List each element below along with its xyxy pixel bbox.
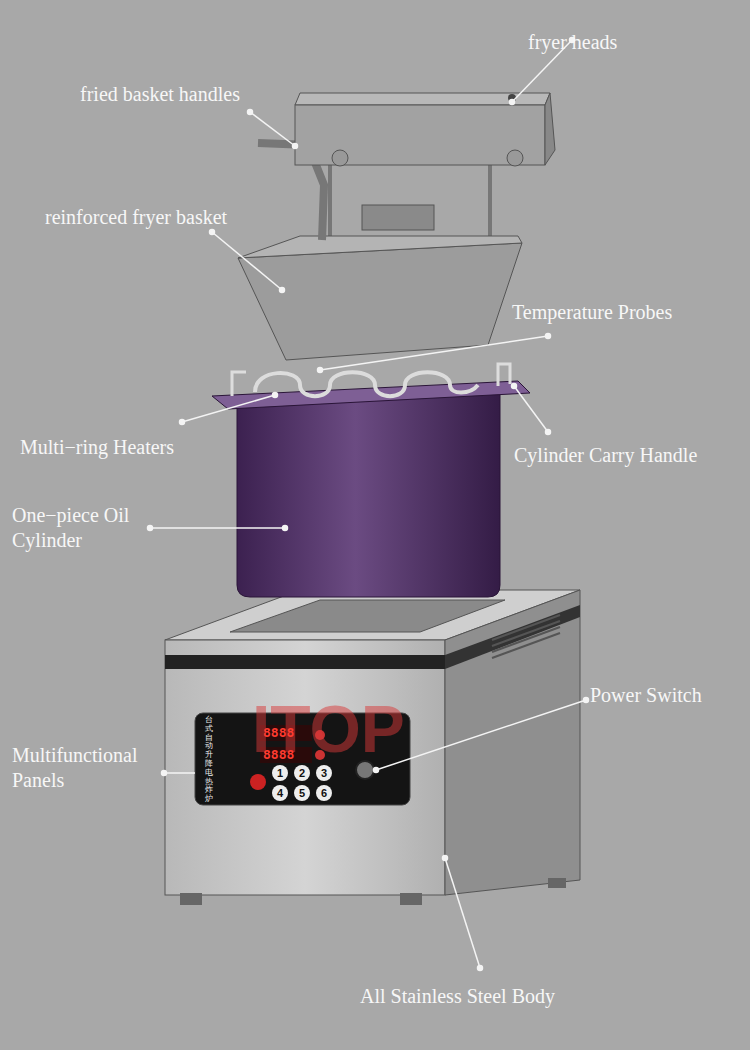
panel-title: 台式自动升降电热炸炉 [205, 716, 213, 804]
part-label: Temperature Probes [512, 300, 672, 325]
key-number: 4 [277, 788, 283, 799]
fryer-head [295, 93, 555, 166]
key-number: 6 [321, 788, 327, 799]
display-digits: 8888 [263, 747, 294, 763]
key-number: 1 [277, 768, 283, 779]
key-number: 2 [299, 768, 305, 779]
display-digits: 8888 [263, 725, 294, 741]
key-number: 3 [321, 768, 327, 779]
base-body [165, 590, 580, 905]
part-label: Multifunctional Panels [12, 743, 172, 793]
part-label: reinforced fryer basket [45, 205, 227, 230]
fryer-basket [238, 143, 522, 360]
part-label: fryer heads [528, 30, 617, 55]
leader-lines [148, 38, 589, 971]
part-label: All Stainless Steel Body [360, 984, 555, 1009]
part-label: fried basket handles [80, 82, 240, 107]
part-label: Cylinder Carry Handle [514, 443, 697, 468]
part-label: Multi−ring Heaters [20, 435, 174, 460]
part-label: One−piece Oil Cylinder [12, 503, 162, 553]
key-number: 5 [299, 788, 305, 799]
part-label: Power Switch [590, 683, 702, 708]
